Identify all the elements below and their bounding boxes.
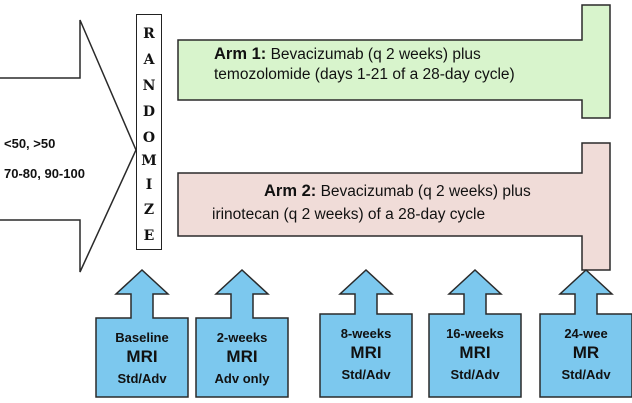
mri-type: Std/Adv xyxy=(341,367,391,382)
randomize-letter: E xyxy=(143,228,155,244)
arm2-text: Arm 2: Bevacizumab (q 2 weeks) plus xyxy=(264,181,531,202)
randomize-letter: R xyxy=(143,26,155,42)
randomize-letter: N xyxy=(142,78,156,94)
mri-type: Std/Adv xyxy=(450,367,500,382)
mri-type: Std/Adv xyxy=(117,371,167,386)
mri-up-arrow xyxy=(195,268,289,398)
mri-up-arrow xyxy=(428,268,522,398)
mri-up-arrow xyxy=(539,268,632,398)
mri-16-weeks: 16-weeks MRI Std/Adv xyxy=(429,326,521,382)
arm1-text: Arm 1: Bevacizumab (q 2 weeks) plus temo… xyxy=(214,44,515,85)
mri-time: 24-wee xyxy=(564,326,608,341)
arm2-text-line2: irinotecan (q 2 weeks) of a 28-day cycle xyxy=(212,205,485,225)
mri-time: 2-weeks xyxy=(216,330,268,345)
randomize-letter: D xyxy=(142,104,156,120)
mri-time: Baseline xyxy=(115,330,169,345)
mri-type: Std/Adv xyxy=(561,367,611,382)
arm1-arrow xyxy=(177,4,611,119)
mri-label: MRI xyxy=(459,343,491,362)
randomize-letter: A xyxy=(143,52,155,68)
arm1-line2: temozolomide (days 1-21 of a 28-day cycl… xyxy=(214,66,515,83)
mri-label: MRI xyxy=(226,347,258,366)
mri-24-weeks: 24-wee MR Std/Adv xyxy=(540,326,632,382)
randomize-letter: Z xyxy=(143,202,155,218)
trial-schema-diagram xyxy=(0,4,632,398)
mri-label: MRI xyxy=(350,343,382,362)
mri-label: MRI xyxy=(126,347,158,366)
mri-type: Adv only xyxy=(214,371,270,386)
mri-8-weeks: 8-weeks MRI Std/Adv xyxy=(320,326,412,382)
arm1-label: Arm 1: xyxy=(214,45,267,63)
arm2-arrow xyxy=(177,142,611,271)
stratification-line2: 70-80, 90-100 xyxy=(4,166,85,181)
arm1-line1: Bevacizumab (q 2 weeks) plus xyxy=(270,46,481,63)
mri-up-arrow xyxy=(319,268,413,398)
mri-2-weeks: 2-weeks MRI Adv only xyxy=(196,330,288,386)
mri-baseline: Baseline MRI Std/Adv xyxy=(96,330,188,386)
arm2-line1: Bevacizumab (q 2 weeks) plus xyxy=(320,183,531,200)
randomize-box: R A N D O M I Z E xyxy=(136,14,162,250)
stratification-arrow xyxy=(0,19,137,273)
stratification-line1: <50, >50 xyxy=(4,136,56,151)
randomize-letter: M xyxy=(141,153,157,169)
mri-time: 16-weeks xyxy=(446,326,504,341)
randomize-letter: O xyxy=(142,130,156,146)
mri-time: 8-weeks xyxy=(340,326,392,341)
mri-up-arrow xyxy=(95,268,189,398)
mri-label: MR xyxy=(572,343,600,362)
arm2-label: Arm 2: xyxy=(264,182,317,200)
arm2-line2: irinotecan (q 2 weeks) of a 28-day cycle xyxy=(212,206,486,223)
randomize-letter: I xyxy=(145,177,153,193)
